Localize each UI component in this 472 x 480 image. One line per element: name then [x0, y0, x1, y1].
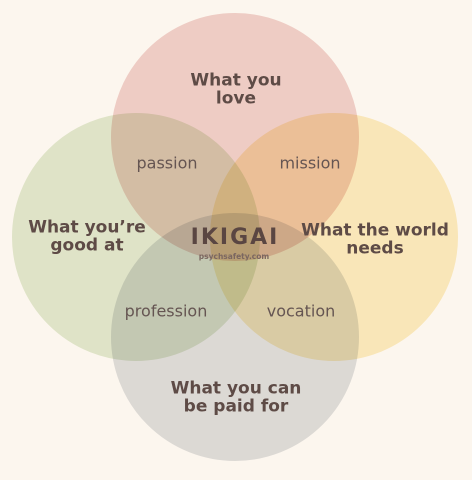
label-love-line-1: What you — [190, 70, 282, 91]
label-good-line-2: good at — [50, 236, 124, 256]
label-world: What the world needs — [301, 220, 449, 259]
label-love: What you love — [190, 70, 282, 109]
label-passion: passion — [136, 153, 198, 173]
label-world-line-2: needs — [346, 239, 404, 259]
label-mission: mission — [279, 153, 341, 173]
label-world-line-1: What the world — [301, 220, 449, 241]
label-good-line-1: What you’re — [28, 217, 146, 238]
circle-paid — [109, 211, 361, 463]
label-good: What you’re good at — [28, 217, 146, 256]
label-profession: profession — [124, 301, 208, 321]
center-title: IKIGAI — [190, 225, 280, 251]
label-love-line-2: love — [215, 89, 257, 109]
label-paid-line-1: What you can — [170, 378, 302, 399]
label-paid: What you can be paid for — [170, 378, 302, 417]
center-credit: psychsafety.com — [198, 251, 270, 261]
label-paid-line-2: be paid for — [183, 397, 289, 417]
label-vocation: vocation — [266, 301, 336, 321]
